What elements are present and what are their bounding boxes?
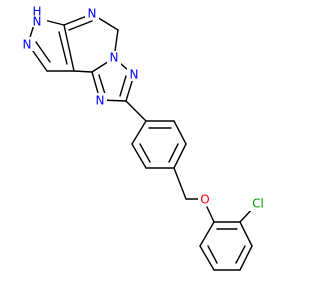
atom-n2: N: [20, 37, 34, 52]
atom-n9-label: N: [96, 94, 105, 108]
atom-nh: H N: [27, 3, 47, 29]
molecule-diagram: H N N N N N N O Cl: [0, 0, 300, 300]
atom-cl-label: Cl: [252, 197, 264, 211]
atom-h-label: H: [32, 5, 41, 19]
bond-ph-e-f-inner: [139, 143, 151, 163]
bond-ph-c-d: [173, 143, 187, 169]
bond-c2-n3-inner: [119, 75, 127, 97]
bond-c3a-c7a-inner: [58, 31, 68, 65]
bond-cp-3-4-inner: [235, 245, 246, 264]
bond-ph-ch2: [173, 167, 187, 200]
bond-n2-c3-inner: [35, 41, 51, 63]
atom-o-label: O: [200, 193, 209, 207]
atom-n5: N: [107, 51, 121, 65]
bond-ph-c-d-inner: [168, 143, 179, 163]
bond-c7a-n7-inner: [68, 20, 93, 31]
atom-o: O: [198, 192, 212, 207]
atom-n5-label: N: [110, 51, 119, 65]
bond-cp-2-3: [239, 221, 253, 247]
bond-cp-6-1: [199, 221, 215, 247]
canvas-background: [0, 0, 300, 300]
bond-cp-5-6: [199, 245, 215, 271]
atom-n9: N: [93, 93, 107, 108]
atom-n3: N: [127, 67, 141, 82]
bond-c9a-n9-inner: [98, 74, 106, 95]
bond-ph-e-f: [131, 143, 147, 169]
atom-layer: H N N N N N N O Cl: [20, 3, 267, 211]
bond-ph-b-c: [173, 120, 187, 145]
bond-cp-3-4: [239, 245, 253, 271]
bond-c3a-c7a: [63, 24, 75, 72]
bond-cp-5-6-inner: [207, 245, 218, 264]
atom-cl: Cl: [247, 196, 267, 211]
atom-n2-label: N: [23, 38, 32, 52]
atom-n7-label: N: [88, 7, 97, 21]
bond-c9a-c3a: [73, 70, 93, 73]
atom-n7: N: [85, 6, 99, 21]
bond-c2-phenyl: [125, 100, 147, 122]
bond-o-cph: [206, 206, 215, 223]
atom-n1-label: N: [33, 15, 42, 29]
atom-n3-label: N: [130, 68, 139, 82]
bond-ph-f-a: [131, 120, 147, 145]
